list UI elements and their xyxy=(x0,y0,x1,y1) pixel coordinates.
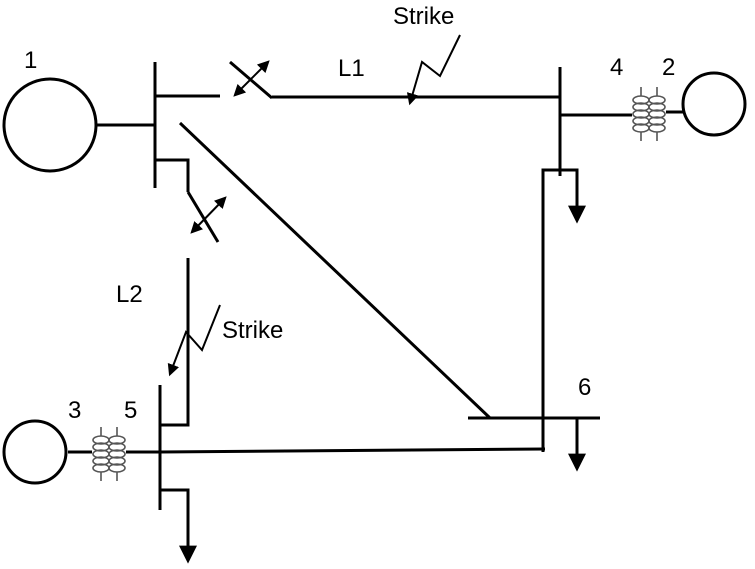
circuit-breaker-l1-icon xyxy=(229,60,273,100)
generator-1-icon xyxy=(2,77,98,173)
line-l2-label: L2 xyxy=(116,281,143,308)
line-l2 xyxy=(160,258,190,427)
bus1-l2-stub xyxy=(155,158,190,192)
transformer-4-2-icon xyxy=(632,87,666,141)
generator-1-label: 1 xyxy=(24,47,37,74)
line-4-6 xyxy=(541,168,560,452)
line-l1-label: L1 xyxy=(338,55,365,82)
line-5-6 xyxy=(159,447,546,454)
strike-l2-label: Strike xyxy=(222,317,283,344)
generator-3-label: 3 xyxy=(68,397,81,424)
generator-2-label: 2 xyxy=(662,54,675,81)
lightning-strike-l2-icon xyxy=(167,304,221,377)
strike-l1-label: Strike xyxy=(393,3,454,30)
load-bus-5-arrow-icon xyxy=(160,488,197,564)
bus-5-label: 5 xyxy=(124,397,137,424)
line-1-6 xyxy=(178,121,492,420)
generator-2-icon xyxy=(681,71,747,137)
generator-3-icon xyxy=(2,419,68,485)
circuit-breaker-l2-icon xyxy=(186,191,227,243)
lightning-strike-l1-icon xyxy=(406,34,461,106)
bus-4-label: 4 xyxy=(610,54,623,81)
load-bus-4-arrow-icon xyxy=(560,168,586,224)
bus-6-label: 6 xyxy=(578,374,591,401)
transformer-3-5-icon xyxy=(92,427,126,481)
